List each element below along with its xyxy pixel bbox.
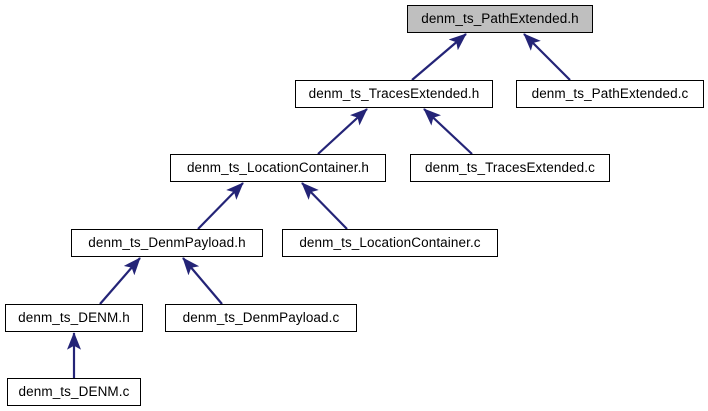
graph-node-path_extended_h[interactable]: denm_ts_PathExtended.h (407, 5, 593, 33)
graph-node-traces_extended_h[interactable]: denm_ts_TracesExtended.h (295, 80, 493, 108)
graph-node-location_container_h[interactable]: denm_ts_LocationContainer.h (170, 154, 386, 182)
graph-node-denm_payload_c[interactable]: denm_ts_DenmPayload.c (165, 304, 357, 332)
graph-node-location_container_c[interactable]: denm_ts_LocationContainer.c (282, 229, 498, 257)
graph-node-label: denm_ts_LocationContainer.h (186, 160, 370, 176)
graph-node-label: denm_ts_PathExtended.h (421, 11, 579, 27)
graph-node-denm_payload_h[interactable]: denm_ts_DenmPayload.h (71, 229, 263, 257)
graph-edge-denm_payload_h-to-location_container_h (197, 182, 244, 230)
graph-node-label: denm_ts_TracesExtended.h (308, 86, 480, 102)
graph-edge-traces_extended_h-to-path_extended_h (411, 33, 467, 81)
graph-edge-traces_extended_c-to-traces_extended_h (423, 108, 473, 155)
graph-node-label: denm_ts_DENM.c (18, 384, 130, 400)
graph-edge-location_container_c-to-location_container_h (301, 182, 348, 230)
graph-edge-denm_h-to-denm_payload_h (99, 257, 141, 305)
graph-node-denm_c[interactable]: denm_ts_DENM.c (7, 378, 141, 406)
graph-node-path_extended_c[interactable]: denm_ts_PathExtended.c (516, 80, 704, 108)
graph-edge-denm_payload_c-to-denm_payload_h (182, 257, 223, 305)
graph-node-label: denm_ts_PathExtended.c (531, 86, 689, 102)
graph-node-label: denm_ts_DenmPayload.h (88, 235, 246, 251)
graph-node-denm_h[interactable]: denm_ts_DENM.h (5, 304, 143, 332)
graph-edge-path_extended_c-to-path_extended_h (523, 33, 571, 81)
graph-node-label: denm_ts_DenmPayload.c (182, 310, 340, 326)
graph-edge-location_container_h-to-traces_extended_h (317, 108, 368, 155)
graph-node-traces_extended_c[interactable]: denm_ts_TracesExtended.c (410, 154, 610, 182)
graph-node-label: denm_ts_DENM.h (18, 310, 130, 326)
graph-node-label: denm_ts_TracesExtended.c (425, 160, 595, 176)
graph-node-label: denm_ts_LocationContainer.c (299, 235, 481, 251)
